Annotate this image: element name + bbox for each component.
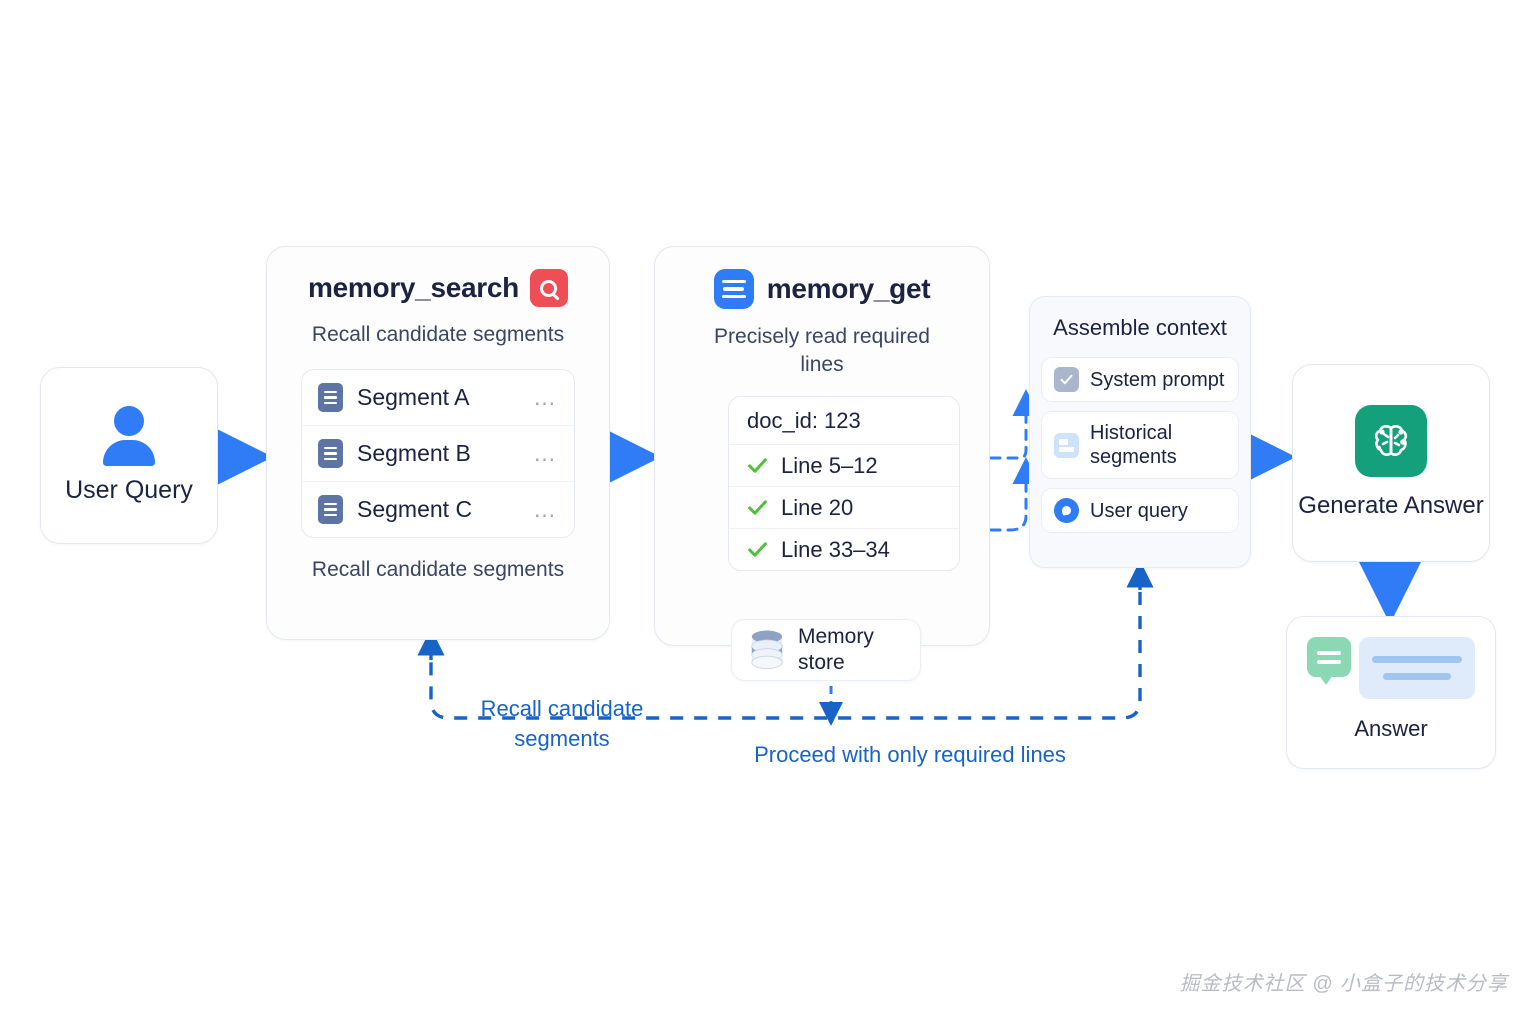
segment-label: Segment A [357, 384, 470, 410]
generate-answer-card[interactable]: Generate Answer [1292, 364, 1490, 562]
table-row[interactable]: Line 5–12 [729, 445, 959, 487]
document-icon [318, 439, 343, 468]
memory-get-title: memory_get [766, 273, 931, 304]
assemble-context-items: System prompt Historical segments User q… [1030, 357, 1250, 533]
context-item-label: System prompt [1090, 368, 1225, 391]
doc-id-header: doc_id: 123 [729, 397, 959, 445]
memory-store-node[interactable]: Memory store [731, 619, 921, 681]
checkbox-checked-icon[interactable] [1054, 367, 1079, 392]
generate-answer-label: Generate Answer [1298, 492, 1484, 520]
memory-search-title-row: memory_search [267, 269, 609, 307]
answer-text-placeholder [1359, 637, 1475, 699]
document-icon [318, 495, 343, 524]
watermark: 掘金技术社区 @ 小盒子的技术分享 [1179, 973, 1508, 995]
lines-box: doc_id: 123 Line 5–12 Line 20 Line 33–34 [728, 396, 960, 571]
list-item[interactable]: Segment C … [302, 482, 574, 537]
history-icon [1054, 432, 1079, 458]
memory-get-subtitle: Precisely read required lines [714, 325, 930, 377]
segment-more-icon[interactable]: … [533, 384, 558, 410]
memory-get-title-row: memory_get [655, 269, 989, 309]
context-item-label: User query [1090, 499, 1188, 522]
segment-label: Segment C [357, 496, 473, 522]
check-icon [748, 500, 767, 515]
search-icon[interactable] [529, 269, 568, 307]
list-item[interactable]: Segment A … [302, 370, 574, 426]
user-icon [99, 406, 159, 466]
list-item[interactable]: System prompt [1041, 357, 1239, 402]
check-icon [748, 542, 767, 557]
segment-list: Segment A … Segment B … Segment C … [301, 369, 575, 538]
user-query-label: User Query [65, 476, 193, 504]
list-item[interactable]: Historical segments [1041, 411, 1239, 479]
memory-store-label: Memory store [798, 625, 874, 674]
memory-search-title: memory_search [308, 272, 519, 303]
edge-label-proceed: Proceed with only required lines [754, 742, 1066, 767]
list-item[interactable]: User query [1041, 488, 1239, 533]
brain-icon [1355, 405, 1427, 478]
table-row[interactable]: Line 33–34 [729, 529, 959, 570]
segment-more-icon[interactable]: … [533, 440, 558, 466]
memory-search-subtitle: Recall candidate segments [311, 323, 565, 346]
table-row[interactable]: Line 20 [729, 487, 959, 529]
database-cylinder-icon [751, 630, 783, 669]
line-label: Line 20 [781, 494, 854, 520]
check-icon [748, 458, 767, 473]
memory-get-card[interactable]: memory_get Precisely read required lines… [654, 246, 990, 646]
segment-more-icon[interactable]: … [533, 496, 558, 522]
context-item-label: Historical segments [1090, 422, 1177, 468]
answer-visual [1307, 637, 1475, 699]
user-query-card[interactable]: User Query [40, 367, 218, 544]
list-item[interactable]: Segment B … [302, 426, 574, 482]
chat-bubble-icon [1307, 637, 1351, 685]
edge-label-recall: Recall candidate segments [480, 696, 644, 751]
database-icon [713, 269, 754, 309]
assemble-context-title: Assemble context [1053, 315, 1227, 340]
memory-search-footnote: Recall candidate segments [311, 558, 565, 581]
line-label: Line 5–12 [781, 452, 878, 478]
answer-label: Answer [1354, 716, 1428, 741]
memory-search-card[interactable]: memory_search Recall candidate segments … [266, 246, 610, 640]
answer-card[interactable]: Answer [1286, 616, 1496, 769]
user-query-dot-icon [1054, 498, 1079, 523]
segment-label: Segment B [357, 440, 471, 466]
line-label: Line 33–34 [781, 536, 890, 562]
document-icon [318, 383, 343, 412]
assemble-context-card[interactable]: Assemble context System prompt Historica… [1029, 296, 1251, 568]
